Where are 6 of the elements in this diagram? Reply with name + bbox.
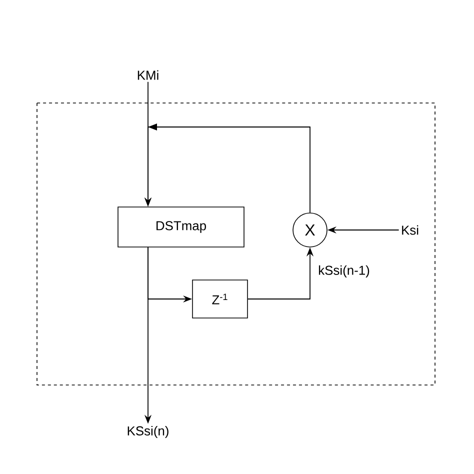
signal-label: KSsi(n) <box>128 426 168 438</box>
signal-label: KMi <box>138 70 158 80</box>
process-box: Z$^{-1}$ <box>192 280 248 318</box>
edge-label: kSsi(n-1) <box>317 264 371 278</box>
process-box: DSTmap <box>118 206 244 248</box>
signal-label: Ksi <box>402 225 418 235</box>
